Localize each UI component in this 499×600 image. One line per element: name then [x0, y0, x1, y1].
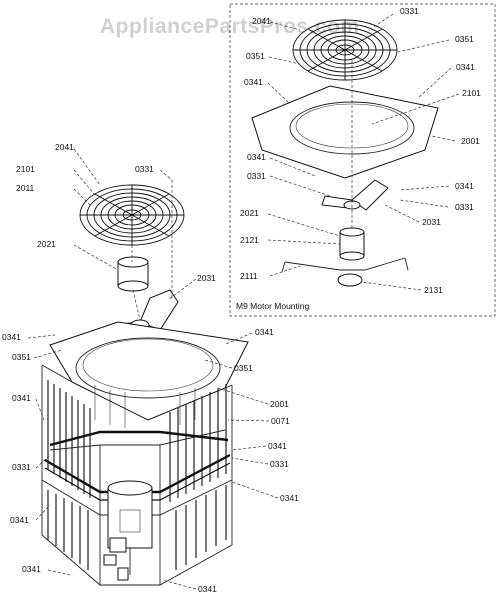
label-0331-main: 0331 — [135, 164, 154, 174]
label-2031-main: 2031 — [197, 273, 216, 283]
label-0351-main-right: 0351 — [234, 363, 253, 373]
compressor — [103, 480, 153, 581]
label-2101-inset: 2101 — [462, 88, 481, 98]
label-2021-main: 2021 — [37, 239, 56, 249]
label-0341-side-right: 0341 — [268, 441, 287, 451]
inset-fan-grille — [292, 19, 398, 81]
label-0351-main-left: 0351 — [12, 352, 31, 362]
inset-border — [229, 3, 496, 317]
watermark-text: AppliancePartsPros.com — [100, 15, 360, 38]
inset-top-panel — [251, 85, 439, 179]
main-leader-lines — [27, 148, 279, 590]
label-0341-bottom-left: 0341 — [22, 564, 41, 574]
inner-coil — [94, 385, 196, 428]
label-2001-inset: 2001 — [461, 136, 480, 146]
inset-motor — [339, 227, 365, 261]
label-2111-inset: 2111 — [240, 271, 258, 281]
label-0341-inset-mid-right: 0341 — [455, 181, 474, 191]
label-0331-inset-mid-right: 0331 — [455, 202, 474, 212]
inset-motor-mounting: 2041 0331 0351 0351 0341 0341 2101 2001 … — [229, 3, 496, 317]
inset-caption: M9 Motor Mounting — [236, 301, 309, 311]
label-2131-inset: 2131 — [424, 285, 443, 295]
label-0341-lower-right: 0341 — [280, 493, 299, 503]
label-2001-main: 2001 — [270, 399, 289, 409]
inset-fan-blade — [321, 179, 389, 211]
label-0351-inset-right: 0351 — [455, 34, 474, 44]
label-2011-main: 2011 — [16, 183, 35, 193]
label-0341-main-left: 0341 — [2, 332, 21, 342]
label-2101-main: 2101 — [16, 164, 35, 174]
label-0351-inset-left: 0351 — [246, 51, 265, 61]
label-0331-side-left: 0331 — [12, 462, 31, 472]
label-0331-inset-mid: 0331 — [247, 171, 266, 181]
label-0341-inset-left: 0341 — [244, 77, 263, 87]
label-2041-main: 2041 — [55, 142, 74, 152]
label-2031-inset: 2031 — [422, 217, 441, 227]
label-2021-inset: 2021 — [240, 208, 259, 218]
label-2041-inset: 2041 — [252, 16, 271, 26]
label-0331-side-right: 0331 — [270, 459, 289, 469]
label-0341-inset-mid: 0341 — [247, 152, 266, 162]
label-0071-main: 0071 — [271, 416, 290, 426]
label-0331-inset-top: 0331 — [400, 6, 419, 16]
inset-motor-mount-bracket — [281, 257, 409, 287]
main-motor — [117, 256, 149, 292]
label-0341-main-right: 0341 — [255, 327, 274, 337]
inset-leader-lines — [267, 13, 460, 291]
label-0341-inset-right: 0341 — [456, 62, 475, 72]
label-0341-lower-left: 0341 — [10, 515, 29, 525]
label-0341-side-left: 0341 — [12, 393, 31, 403]
label-2121-inset: 2121 — [240, 235, 259, 245]
label-0341-bottom-right: 0341 — [198, 584, 217, 594]
